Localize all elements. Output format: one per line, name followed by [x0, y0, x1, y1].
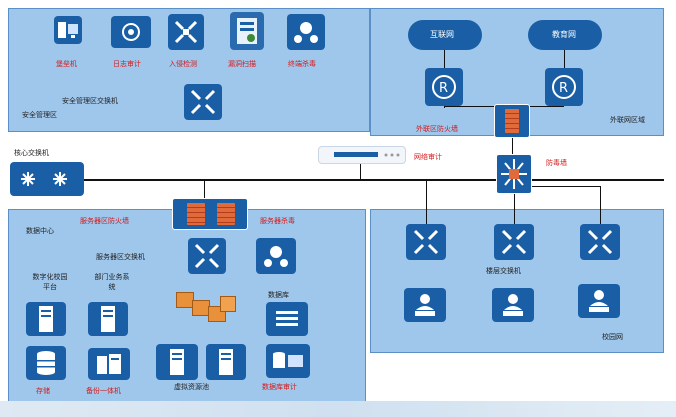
backup-label: 备份一体机	[86, 387, 121, 395]
internet-label: 互联网	[430, 30, 454, 39]
terminal-av-icon	[287, 14, 325, 50]
server-av-label: 服务器杀毒	[260, 217, 295, 225]
ext-to-core-link	[512, 138, 513, 154]
external-firewall-label: 外联区防火墙	[416, 125, 458, 133]
digital-campus-label: 数字化校园平台	[32, 273, 68, 291]
bottom-watermark-band	[0, 401, 676, 417]
server-switch-label: 服务器区交换机	[96, 253, 145, 261]
database-icon	[266, 302, 308, 336]
ext-link-left	[444, 106, 445, 108]
net-audit-device	[318, 146, 406, 164]
edu-net-cloud	[528, 20, 602, 50]
core-switch-label: 核心交换机	[14, 149, 49, 157]
server-av-icon	[256, 238, 296, 274]
log-audit-label: 日志审计	[113, 60, 141, 68]
database-label: 数据库	[268, 291, 289, 299]
ids-icon	[168, 14, 204, 50]
bastion-host-label: 堡垒机	[56, 60, 77, 68]
dept-business-label: 部门业务系统	[94, 273, 130, 291]
user-terminal-icon	[492, 288, 534, 322]
net-audit-link	[360, 164, 361, 179]
campus-link-1	[426, 181, 427, 226]
server-icon	[26, 302, 66, 336]
bastion-host-icon	[54, 16, 82, 44]
data-center-title: 数据中心	[26, 227, 54, 235]
storage-label: 存储	[36, 387, 50, 395]
floor-switch-icon	[406, 224, 446, 260]
db-audit-icon	[266, 344, 310, 378]
vuln-scan-label: 漏洞扫描	[228, 60, 256, 68]
campus-zone-title: 校园网	[602, 333, 623, 341]
user-terminal-icon	[404, 288, 446, 322]
server-switch-icon	[188, 238, 226, 274]
svg-text:R: R	[559, 81, 568, 96]
user-terminal-icon	[578, 284, 620, 318]
external-zone-title: 外联网区域	[610, 116, 645, 124]
antivirus-wall-label: 防毒墙	[546, 159, 567, 167]
storage-icon	[26, 346, 66, 380]
external-firewall-icon	[494, 104, 530, 138]
terminal-av-label: 终端杀毒	[288, 60, 316, 68]
edu-net-label: 教育网	[552, 30, 576, 39]
core-switch-icon	[10, 162, 84, 196]
router-icon: R	[425, 68, 463, 106]
internet-router-link	[444, 50, 445, 68]
campus-link-2	[514, 194, 515, 226]
floor-switch-icon	[580, 224, 620, 260]
net-audit-label: 网络审计	[414, 153, 442, 161]
backup-appliance-icon	[88, 348, 130, 380]
campus-link-3	[532, 186, 600, 187]
vuln-scan-icon	[230, 12, 264, 50]
ids-label: 入侵检测	[169, 60, 197, 68]
campus-link-3v	[600, 186, 601, 226]
virtual-pool-server-icon	[206, 344, 246, 380]
virtual-pool-server-icon	[156, 344, 198, 380]
internet-cloud	[408, 20, 482, 50]
floor-switch-label: 楼层交换机	[486, 267, 521, 275]
antivirus-wall-icon	[496, 154, 532, 194]
virtual-resource-cubes	[176, 292, 238, 326]
router-icon: R	[545, 68, 583, 106]
server-firewall-label: 服务器区防火墙	[80, 217, 129, 225]
virtual-pool-label: 虚拟资源池	[174, 383, 209, 391]
security-zone-title: 安全管理区	[22, 111, 57, 119]
server-firewall-icon	[172, 198, 248, 230]
floor-switch-icon	[494, 224, 534, 260]
log-audit-icon	[111, 16, 151, 48]
db-audit-label: 数据库审计	[262, 383, 297, 391]
core-backbone	[10, 179, 664, 181]
dc-to-core-link	[204, 181, 205, 201]
security-switch-icon	[184, 84, 222, 120]
edu-router-link	[564, 50, 565, 68]
svg-text:R: R	[439, 81, 448, 96]
security-switch-label: 安全管理区交换机	[62, 97, 118, 105]
server-icon	[88, 302, 128, 336]
